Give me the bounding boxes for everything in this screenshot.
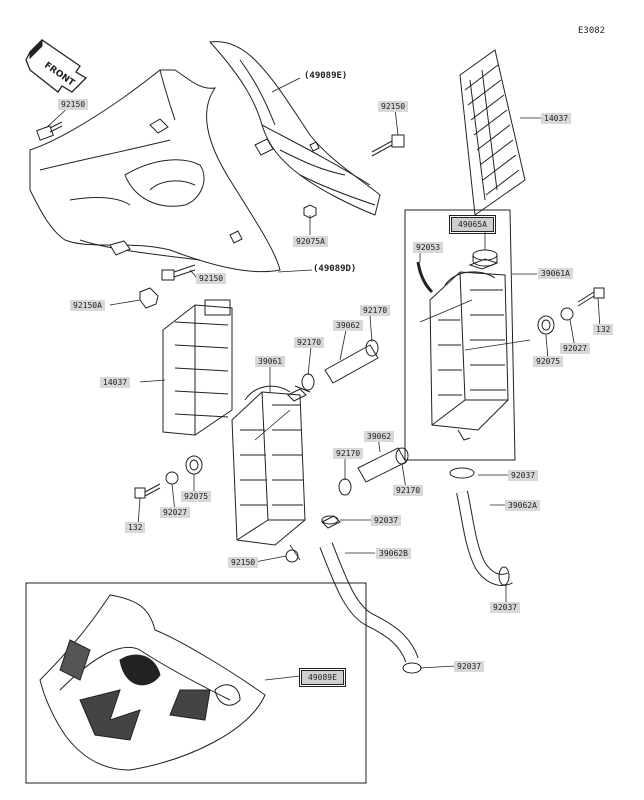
callout-39062: 39062 [364,431,395,442]
left-shroud-drawing [29,69,281,273]
callout-92150: 92150 [196,273,227,284]
bolt-icon [371,134,405,157]
bolt-icon [134,483,161,499]
grommet-icon [537,315,555,335]
callout-49089e: (49089E) [304,71,348,81]
callout-92075: 92075 [181,491,212,502]
callout-39062b: 39062B [376,548,411,559]
clamp-icon [338,478,352,496]
clamp-icon [321,515,341,529]
hose-icon [324,344,407,483]
callout-92037: 92037 [508,470,539,481]
callout-39061a: 39061A [538,268,573,279]
left-louver-drawing [162,299,233,436]
callout-49089e: 49089E [299,668,346,687]
callout-92037: 92037 [371,515,402,526]
left-radiator-drawing [231,385,311,546]
bolt-icon [577,287,605,307]
callout-92150: 92150 [58,99,89,110]
washer-icon [560,307,574,321]
callout-92075a: 92075A [293,236,328,247]
callout-92170: 92170 [294,337,325,348]
callout-92053: 92053 [413,242,444,253]
callout-49065a: 49065A [449,215,496,234]
callout-92170: 92170 [360,305,391,316]
small-hose-icon [416,261,434,294]
right-shroud-drawing [208,41,381,216]
callout-39062: 39062 [333,320,364,331]
washer-icon [165,471,179,485]
bolt-icon [161,264,196,281]
radiator-cap-icon [472,249,498,267]
callout-132: 132 [125,522,146,533]
callout-39062a: 39062A [505,500,540,511]
callout-92170: 92170 [333,448,364,459]
callout-49089d: (49089D) [313,264,357,274]
louver-grille-drawing [459,49,526,216]
bolt-icon [36,121,63,141]
lower-hose-left-drawing [319,515,422,674]
callout-92150: 92150 [228,557,259,568]
callout-132: 132 [593,324,614,335]
nut-icon [303,204,317,219]
front-arrow-icon: FRONT [25,38,88,93]
diagram-code: E3082 [578,26,606,36]
callout-92150a: 92150A [70,300,105,311]
callout-92170: 92170 [393,485,424,496]
callout-92037: 92037 [490,602,521,613]
bolt-icon [285,549,299,563]
grommet-icon [185,455,203,475]
callout-14037: 14037 [541,113,572,124]
callout-92150: 92150 [378,101,409,112]
callout-92075: 92075 [533,356,564,367]
callout-92027: 92027 [560,343,591,354]
right-radiator-drawing [429,258,509,441]
callout-39061: 39061 [255,356,286,367]
clip-icon [139,287,159,309]
detail-frame [404,209,516,461]
clamp-icon [301,373,315,391]
inset-shroud-drawing [39,594,266,771]
callout-92027: 92027 [160,507,191,518]
callout-14037: 14037 [100,377,131,388]
inset-frame [25,582,367,784]
lower-hose-right-drawing [449,467,513,586]
callout-92037: 92037 [454,661,485,672]
